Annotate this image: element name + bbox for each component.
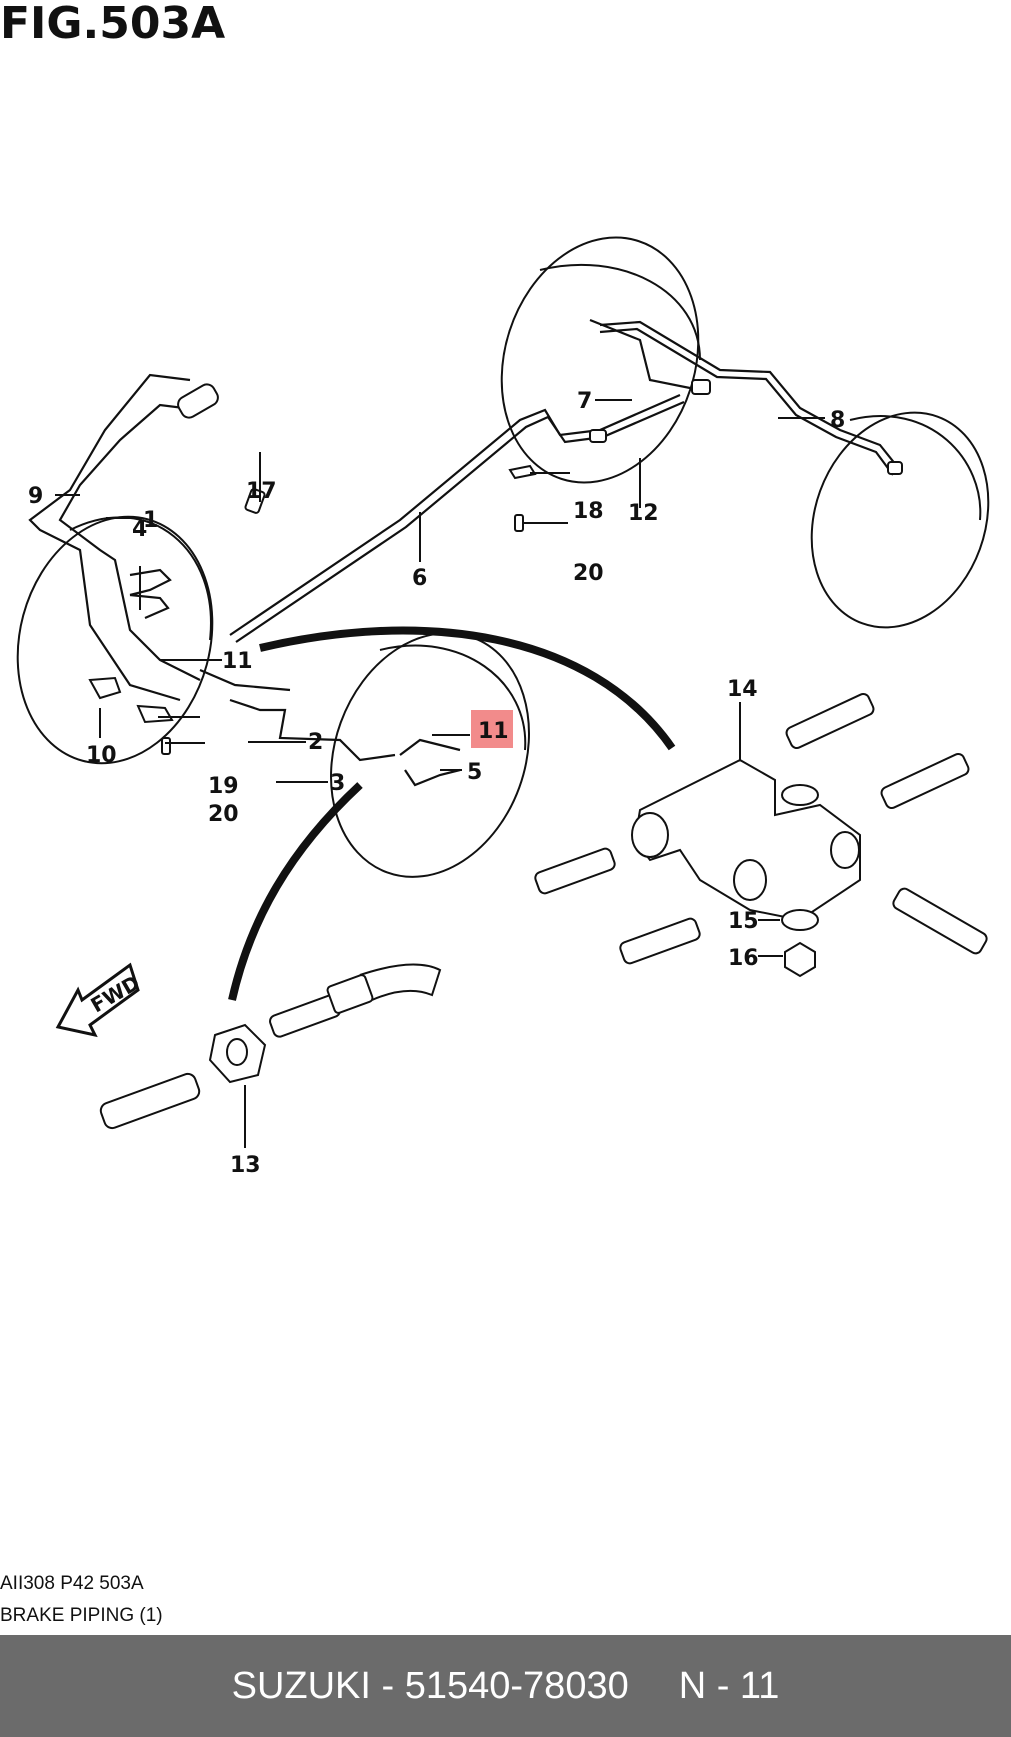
nut-16 [784,941,816,978]
detail-arc-upper [259,626,676,751]
callout-2: 2 [308,730,323,755]
callout-18: 18 [573,499,604,524]
fwd-arrow-icon: FWD [55,962,144,1038]
leader-lines [55,399,825,1148]
callout-20b: 20 [208,802,239,827]
callout-10: 10 [86,743,117,768]
callout-9: 9 [28,484,43,509]
highlight-box [471,710,513,748]
figure-title: FIG.503A [0,0,226,49]
washer [781,909,819,931]
callout-5: 5 [467,760,482,785]
callout-1: 1 [143,508,158,533]
callout-8: 8 [830,408,845,433]
figure-meta: AII308 P42 503A BRAKE PIPING (1) [0,1568,163,1632]
callout-11a: 11 [222,649,253,674]
figure-code: AII308 P42 503A [0,1573,144,1594]
rear-drum-upper [500,236,701,484]
footer-ref: N - 11 [678,1664,780,1707]
callout-7: 7 [577,389,592,414]
three-way-joint [534,692,988,965]
callout-15: 15 [728,909,759,934]
callout-19: 19 [208,774,239,799]
callout-11b: 11 [478,719,509,744]
footer-bar: SUZUKI - 51540-78030 N - 11 [0,1635,1011,1737]
front-drum-left [16,515,214,765]
callout-14: 14 [727,677,758,702]
callout-17: 17 [246,479,277,504]
callout-16: 16 [728,946,759,971]
flare-fitting-detail [99,963,442,1130]
callout-3: 3 [330,771,345,796]
footer-part-number: SUZUKI - 51540-78030 [231,1664,629,1707]
callout-4: 4 [132,517,147,542]
callout-12: 12 [628,501,659,526]
callout-20a: 20 [573,561,604,586]
figure-caption: BRAKE PIPING (1) [0,1605,163,1626]
brake-piping-diagram: FWD 9 1 4 [16,236,990,1178]
rear-drum-lower [810,411,990,629]
callout-6: 6 [412,566,427,591]
detail-arc-lower [228,782,363,1001]
callout-13: 13 [230,1153,261,1178]
callout-labels: 9 1 4 11 2 3 6 7 8 10 11 5 12 13 14 15 1… [28,389,845,1178]
fittings [88,379,903,755]
